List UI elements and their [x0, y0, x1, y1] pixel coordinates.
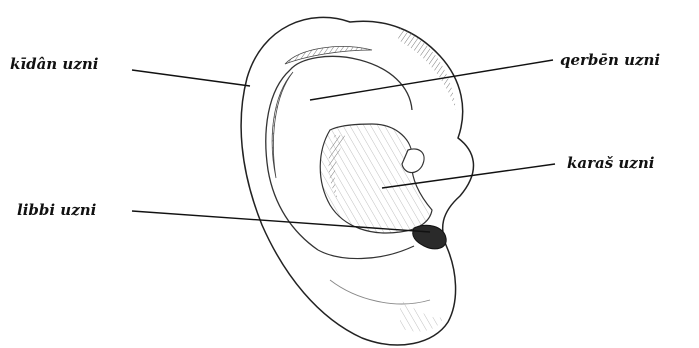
label-libbi-uzni: libbi uzni	[17, 201, 96, 219]
label-qerben-uzni: qerbēn uzni	[560, 51, 660, 69]
leader-line-kidan	[132, 70, 250, 86]
label-karas-uzni: karaš uzni	[567, 154, 654, 172]
label-kidan-uzni: kīdân uzni	[10, 55, 98, 73]
